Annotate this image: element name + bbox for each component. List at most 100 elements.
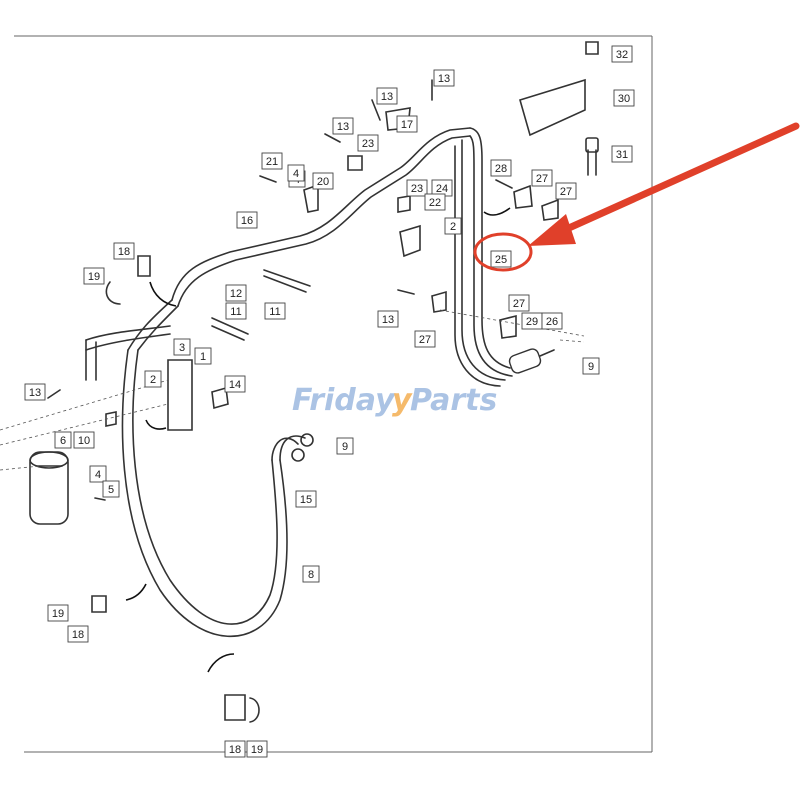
callout-box [396, 115, 418, 133]
callout-number: 9 [342, 441, 348, 453]
hose-assembly [29, 41, 599, 723]
callout-box [89, 465, 107, 483]
callout-2: 2 [144, 370, 162, 388]
callout-box [261, 152, 283, 170]
callout-box [225, 284, 247, 302]
callout-25: 25 [490, 250, 512, 268]
callout-box [376, 87, 398, 105]
callout-number: 4 [293, 168, 299, 180]
highlight-arrow-head [528, 214, 576, 246]
callout-box [67, 625, 89, 643]
callout-number: 4 [95, 469, 101, 481]
callout-number: 11 [230, 306, 241, 318]
callout-number: 24 [436, 183, 448, 195]
callout-box [224, 375, 246, 393]
callout-11: 11 [264, 302, 286, 320]
leader-lines [0, 309, 585, 471]
callout-number: 29 [526, 316, 538, 328]
callout-number: 27 [560, 186, 572, 198]
callout-number: 25 [495, 254, 507, 266]
callout-number: 13 [438, 73, 450, 85]
callout-28: 28 [490, 159, 512, 177]
callout-number: 27 [419, 334, 431, 346]
callout-number: 13 [382, 314, 394, 326]
callout-number: 5 [108, 484, 114, 496]
callout-26: 26 [541, 312, 563, 330]
callout-number: 2 [150, 374, 156, 386]
callout-box [287, 164, 305, 182]
callout-box [264, 302, 286, 320]
callout-number: 1 [200, 351, 206, 363]
callout-number: 10 [78, 435, 90, 447]
callout-box [541, 312, 563, 330]
callout-box [144, 370, 162, 388]
callout-32: 32 [611, 45, 633, 63]
callout-box [444, 217, 462, 235]
callout-box [490, 250, 512, 268]
callout-box [47, 604, 69, 622]
callout-number: 6 [60, 435, 66, 447]
callout-box [613, 89, 635, 107]
callout-number: 31 [616, 149, 628, 161]
callout-number: 11 [269, 306, 280, 318]
callout-box [102, 480, 120, 498]
callout-13: 13 [376, 87, 398, 105]
callout-27: 27 [555, 182, 577, 200]
callout-5: 5 [102, 480, 120, 498]
highlight-arrow-shaft [556, 122, 800, 236]
callout-13: 13 [24, 383, 46, 401]
highlight-circle [473, 232, 533, 272]
callout-2: 2 [444, 217, 462, 235]
callout-30: 30 [613, 89, 635, 107]
callout-number: 20 [317, 176, 329, 188]
callout-number: 12 [230, 288, 242, 300]
callout-number: 17 [401, 119, 413, 131]
callout-number: 15 [300, 494, 312, 506]
callout-13: 13 [377, 310, 399, 328]
callout-box [508, 294, 530, 312]
callout-1: 1 [194, 347, 212, 365]
callout-box [173, 338, 191, 356]
callout-box [225, 302, 247, 320]
callout-23: 23 [357, 134, 379, 152]
callout-box [555, 182, 577, 200]
callout-15: 15 [295, 490, 317, 508]
callout-box [377, 310, 399, 328]
callout-number: 9 [588, 361, 594, 373]
callout-9: 9 [582, 357, 600, 375]
watermark: Friday y Parts [292, 383, 497, 418]
callout-box [312, 172, 334, 190]
callout-16: 16 [236, 211, 258, 229]
callout-number: 8 [308, 569, 314, 581]
callout-11: 11 [225, 302, 247, 320]
callout-12: 12 [225, 284, 247, 302]
callout-number: 14 [229, 379, 241, 391]
callout-3: 3 [173, 338, 191, 356]
callout-number: 30 [618, 93, 630, 105]
callout-box [433, 69, 455, 87]
callout-6: 6 [54, 431, 72, 449]
watermark-glyph-y: y [392, 383, 413, 418]
callout-number: 19 [88, 271, 100, 283]
callout-box [224, 740, 246, 758]
callout-box [424, 193, 446, 211]
callout-9: 9 [336, 437, 354, 455]
callout-13: 13 [433, 69, 455, 87]
callout-21: 21 [261, 152, 283, 170]
callout-box [414, 330, 436, 348]
callout-box [611, 45, 633, 63]
callout-17: 17 [396, 115, 418, 133]
callout-number: 26 [546, 316, 558, 328]
highlight-annotation [473, 122, 800, 272]
callout-14: 14 [224, 375, 246, 393]
callout-number: 23 [411, 183, 423, 195]
callout-labels: 3230311313171323242142023221628272722518… [24, 45, 635, 758]
callout-box [302, 565, 320, 583]
callout-18: 18 [224, 740, 246, 758]
callout-box [531, 169, 553, 187]
callout-number: 3 [179, 342, 185, 354]
callout-22: 22 [424, 193, 446, 211]
diagram-frame [14, 35, 653, 753]
callout-box [54, 431, 72, 449]
callout-27: 27 [508, 294, 530, 312]
